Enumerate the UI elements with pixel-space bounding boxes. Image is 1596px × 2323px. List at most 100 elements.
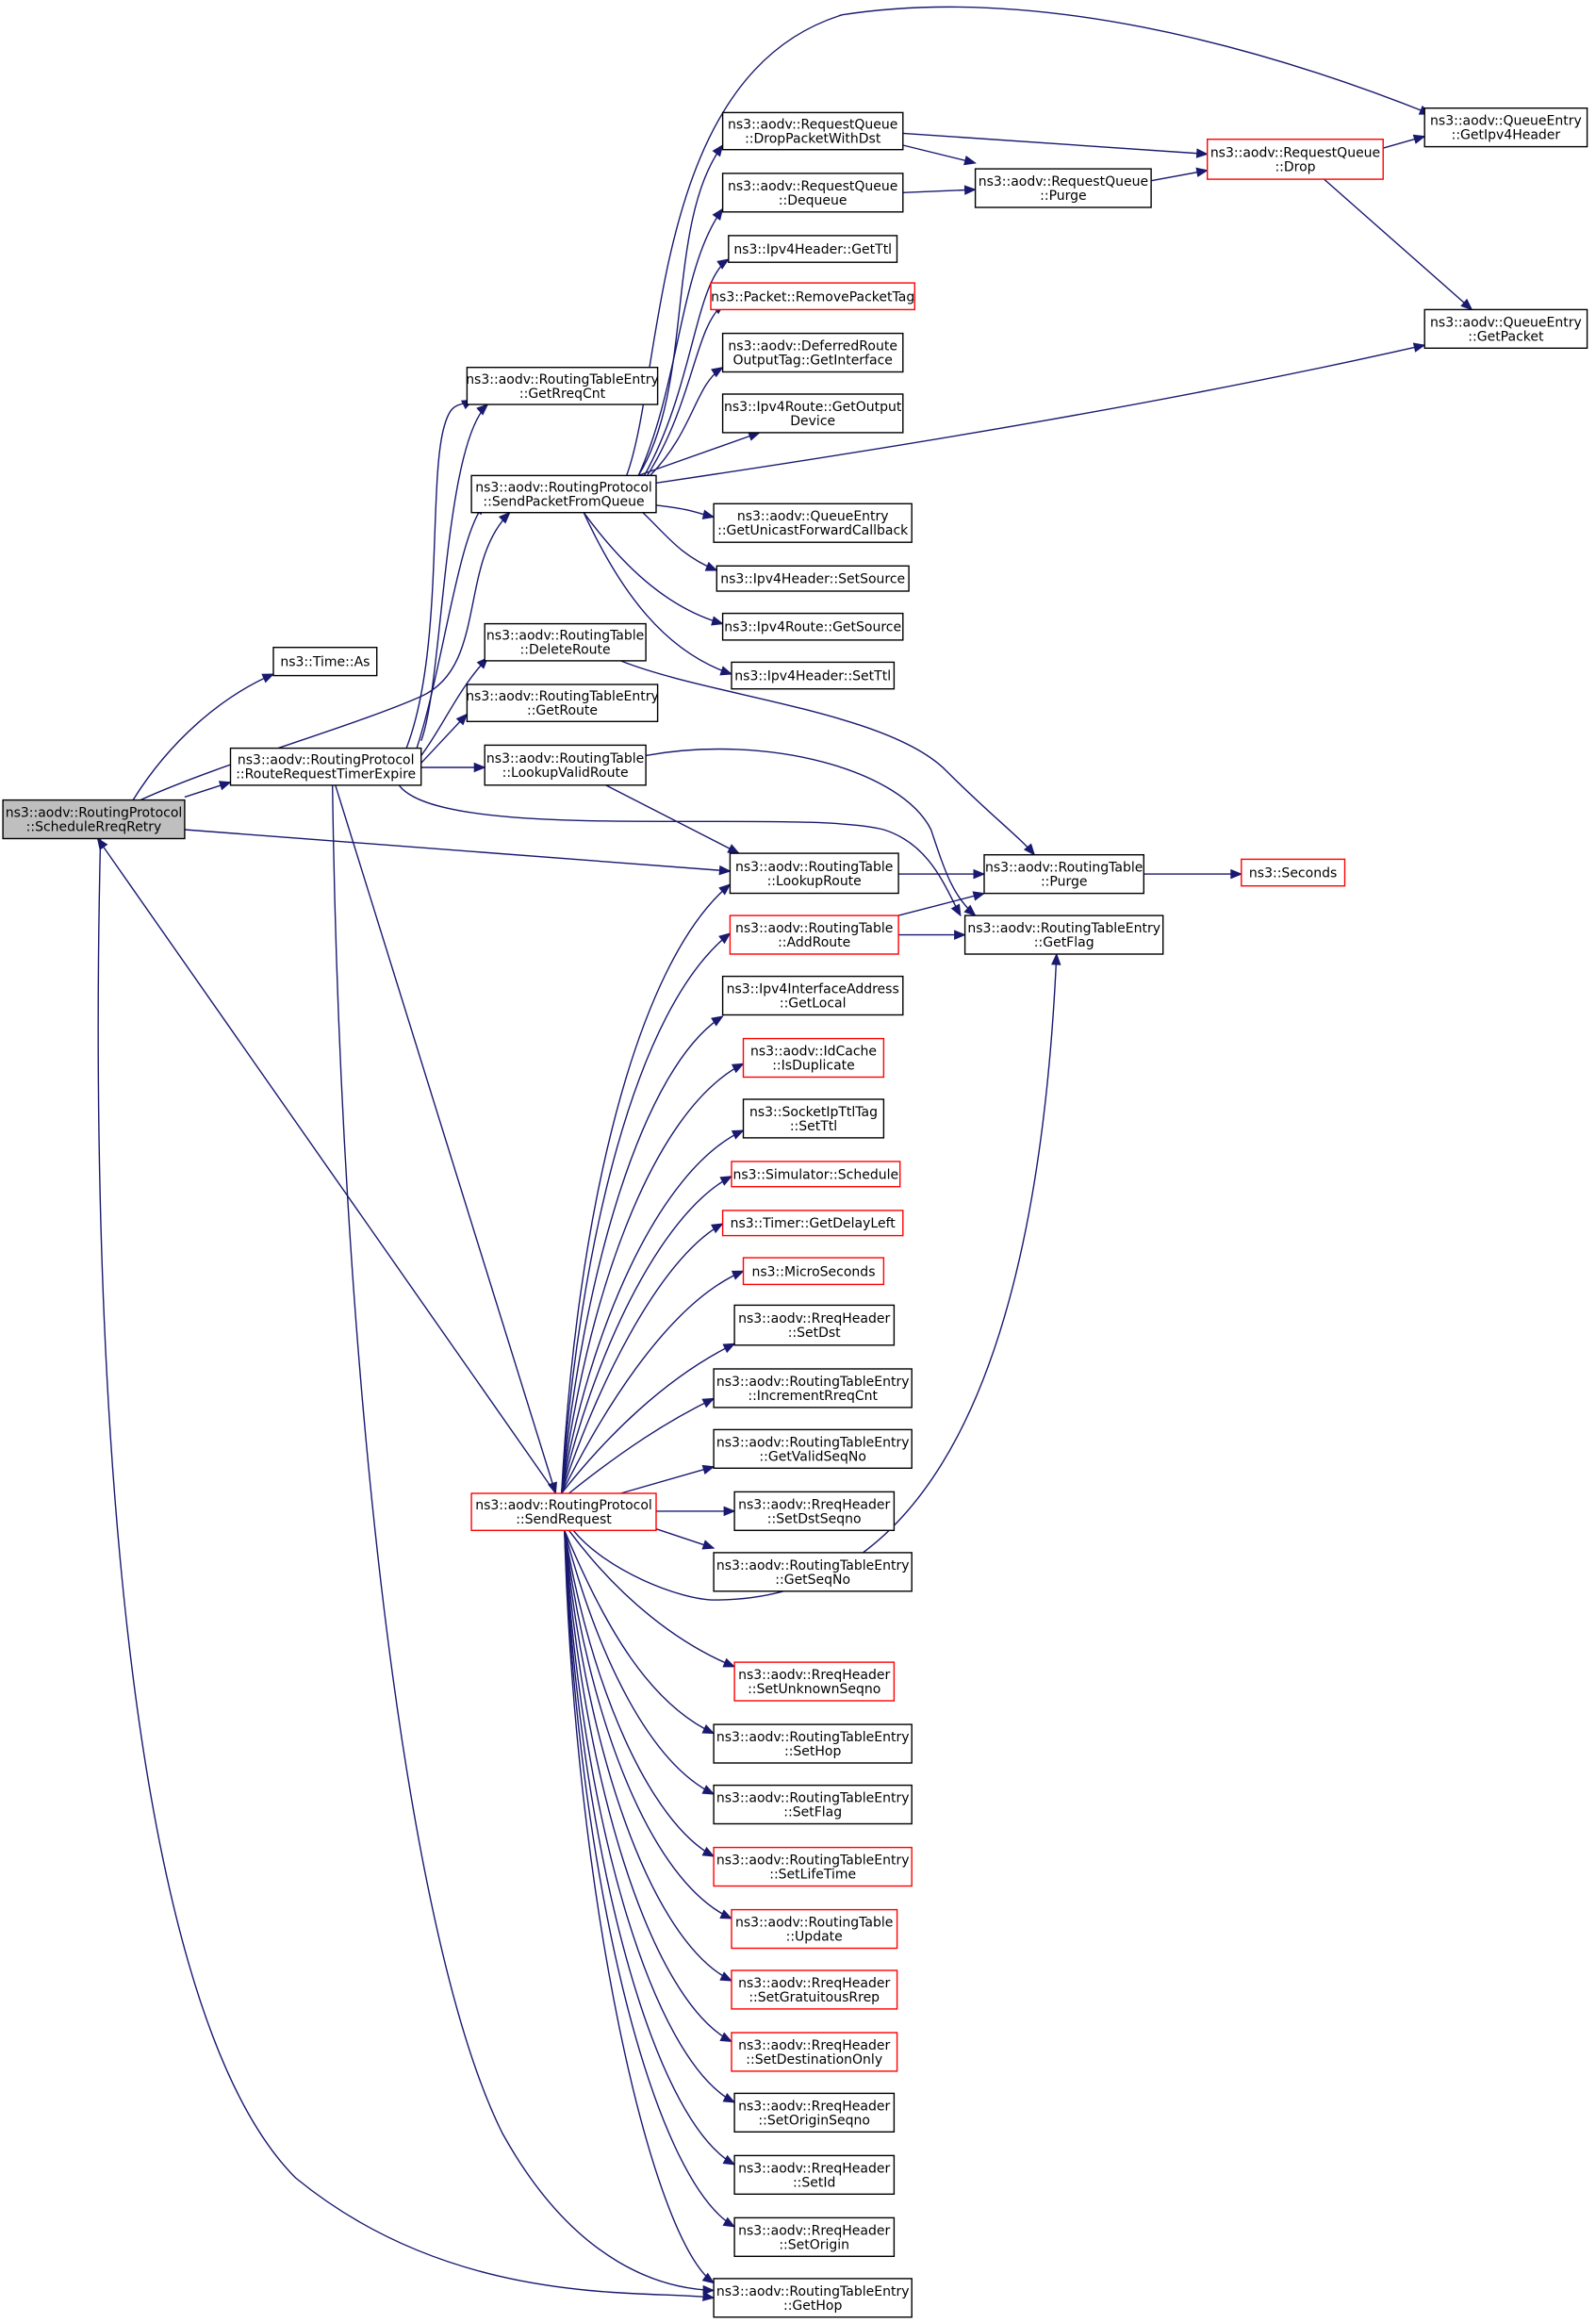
node-box[interactable]: [742, 1037, 885, 1079]
node-box[interactable]: [1423, 107, 1588, 148]
function-node-delroute[interactable]: ns3::aodv::RoutingTable::DeleteRoute: [484, 622, 647, 662]
function-node-incrreq[interactable]: ns3::aodv::RoutingTableEntry::IncrementR…: [713, 1368, 913, 1409]
function-node-spfq[interactable]: ns3::aodv::RoutingProtocol::SendPacketFr…: [470, 474, 657, 514]
function-node-setflag[interactable]: ns3::aodv::RoutingTableEntry::SetFlag: [713, 1784, 913, 1825]
node-box[interactable]: [729, 914, 899, 955]
node-box[interactable]: [713, 1552, 913, 1592]
node-box[interactable]: [731, 1161, 901, 1188]
node-box[interactable]: [713, 1784, 913, 1825]
node-box[interactable]: [1241, 858, 1346, 887]
node-box[interactable]: [721, 111, 904, 151]
node-box[interactable]: [484, 744, 647, 786]
node-box[interactable]: [721, 1210, 904, 1237]
function-node-setsrc[interactable]: ns3::Ipv4Header::SetSource: [716, 565, 910, 592]
node-box[interactable]: [733, 1661, 896, 1702]
node-box[interactable]: [733, 2216, 896, 2257]
function-node-getipv4h[interactable]: ns3::aodv::QueueEntry::GetIpv4Header: [1423, 107, 1588, 148]
node-box[interactable]: [466, 367, 659, 405]
node-box[interactable]: [728, 235, 898, 263]
node-box[interactable]: [710, 282, 916, 311]
function-node-update[interactable]: ns3::aodv::RoutingTable::Update: [731, 1908, 898, 1950]
function-node-getpacket[interactable]: ns3::aodv::QueueEntry::GetPacket: [1423, 308, 1588, 349]
node-box[interactable]: [721, 612, 904, 641]
node-box[interactable]: [974, 168, 1152, 208]
function-node-getrreqcnt[interactable]: ns3::aodv::RoutingTableEntry::GetRreqCnt: [466, 367, 659, 405]
node-box[interactable]: [731, 2032, 898, 2072]
function-node-setorigin[interactable]: ns3::aodv::RreqHeader::SetOrigin: [733, 2216, 896, 2257]
function-node-micro[interactable]: ns3::MicroSeconds: [742, 1257, 885, 1286]
function-node-schedule[interactable]: ns3::Simulator::Schedule: [731, 1161, 901, 1188]
function-node-setttltag[interactable]: ns3::SocketIpTtlTag::SetTtl: [742, 1098, 885, 1139]
function-node-getflag[interactable]: ns3::aodv::RoutingTableEntry::GetFlag: [963, 914, 1164, 955]
node-box[interactable]: [742, 1098, 885, 1139]
function-node-setdonly[interactable]: ns3::aodv::RreqHeader::SetDestinationOnl…: [731, 2032, 898, 2072]
function-node-rmtag[interactable]: ns3::Packet::RemovePacketTag: [710, 282, 916, 311]
function-node-getdelay[interactable]: ns3::Timer::GetDelayLeft: [721, 1210, 904, 1237]
function-node-rrte[interactable]: ns3::aodv::RoutingProtocol::RouteRequest…: [229, 747, 422, 786]
node-box[interactable]: [713, 1368, 913, 1409]
function-node-sethop[interactable]: ns3::aodv::RoutingTableEntry::SetHop: [713, 1723, 913, 1764]
node-box[interactable]: [466, 684, 659, 722]
node-box[interactable]: [729, 852, 899, 895]
function-node-setunk[interactable]: ns3::aodv::RreqHeader::SetUnknownSeqno: [733, 1661, 896, 1702]
node-box[interactable]: [721, 173, 904, 213]
node-box[interactable]: [229, 747, 422, 786]
function-node-setdstseq[interactable]: ns3::aodv::RreqHeader::SetDstSeqno: [733, 1491, 896, 1532]
node-box[interactable]: [716, 565, 910, 592]
function-node-getroute[interactable]: ns3::aodv::RoutingTableEntry::GetRoute: [466, 684, 659, 722]
function-node-rqdrop[interactable]: ns3::aodv::RequestQueue::Drop: [1206, 138, 1384, 180]
function-node-getlocal[interactable]: ns3::Ipv4InterfaceAddress::GetLocal: [721, 975, 904, 1016]
function-node-sendreq[interactable]: ns3::aodv::RoutingProtocol::SendRequest: [470, 1492, 657, 1531]
function-node-getseq[interactable]: ns3::aodv::RoutingTableEntry::GetSeqNo: [713, 1552, 913, 1592]
node-box[interactable]: [713, 1428, 913, 1470]
function-node-getucfc[interactable]: ns3::aodv::QueueEntry::GetUnicastForward…: [713, 502, 913, 543]
function-node-setorigseq[interactable]: ns3::aodv::RreqHeader::SetOriginSeqno: [733, 2092, 896, 2133]
function-node-isdup[interactable]: ns3::aodv::IdCache::IsDuplicate: [742, 1037, 885, 1079]
function-node-setdst[interactable]: ns3::aodv::RreqHeader::SetDst: [733, 1304, 896, 1346]
node-box[interactable]: [470, 474, 657, 514]
node-box[interactable]: [731, 1908, 898, 1950]
node-box[interactable]: [963, 914, 1164, 955]
function-node-setgrat[interactable]: ns3::aodv::RreqHeader::SetGratuitousRrep: [731, 1969, 898, 2010]
node-box[interactable]: [983, 854, 1145, 895]
function-node-defroute[interactable]: ns3::aodv::DeferredRouteOutputTag::GetIn…: [721, 332, 904, 373]
function-node-getvalidseq[interactable]: ns3::aodv::RoutingTableEntry::GetValidSe…: [713, 1428, 913, 1470]
function-node-gethop[interactable]: ns3::aodv::RoutingTableEntry::GetHop: [713, 2278, 913, 2318]
node-box[interactable]: [731, 661, 896, 690]
function-node-getsrc[interactable]: ns3::Ipv4Route::GetSource: [721, 612, 904, 641]
node-box[interactable]: [470, 1492, 657, 1531]
node-box[interactable]: [713, 1846, 913, 1887]
function-node-rtpurge[interactable]: ns3::aodv::RoutingTable::Purge: [983, 854, 1145, 895]
node-box[interactable]: [713, 2278, 913, 2318]
node-box[interactable]: [713, 1723, 913, 1764]
node-box[interactable]: [733, 1304, 896, 1346]
function-node-getttl[interactable]: ns3::Ipv4Header::GetTtl: [728, 235, 898, 263]
function-node-sched[interactable]: ns3::aodv::RoutingProtocol::ScheduleRreq…: [2, 799, 186, 840]
function-node-setid[interactable]: ns3::aodv::RreqHeader::SetId: [733, 2154, 896, 2195]
node-box[interactable]: [484, 622, 647, 662]
function-node-seconds[interactable]: ns3::Seconds: [1241, 858, 1346, 887]
node-box[interactable]: [721, 393, 904, 434]
function-node-as[interactable]: ns3::Time::As: [272, 647, 378, 677]
function-node-setttl[interactable]: ns3::Ipv4Header::SetTtl: [731, 661, 896, 690]
function-node-dropdst[interactable]: ns3::aodv::RequestQueue::DropPacketWithD…: [721, 111, 904, 151]
node-box[interactable]: [742, 1257, 885, 1286]
function-node-lookup[interactable]: ns3::aodv::RoutingTable::LookupRoute: [729, 852, 899, 895]
node-box[interactable]: [733, 1491, 896, 1532]
node-box[interactable]: [733, 2092, 896, 2133]
function-node-dequeue[interactable]: ns3::aodv::RequestQueue::Dequeue: [721, 173, 904, 213]
node-box[interactable]: [713, 502, 913, 543]
function-node-addroute[interactable]: ns3::aodv::RoutingTable::AddRoute: [729, 914, 899, 955]
function-node-lookupvalid[interactable]: ns3::aodv::RoutingTable::LookupValidRout…: [484, 744, 647, 786]
node-box[interactable]: [1206, 138, 1384, 180]
node-box[interactable]: [2, 799, 186, 840]
node-box[interactable]: [272, 647, 378, 677]
node-box[interactable]: [733, 2154, 896, 2195]
function-node-rqpurge[interactable]: ns3::aodv::RequestQueue::Purge: [974, 168, 1152, 208]
node-box[interactable]: [721, 975, 904, 1016]
function-node-setlife[interactable]: ns3::aodv::RoutingTableEntry::SetLifeTim…: [713, 1846, 913, 1887]
node-box[interactable]: [1423, 308, 1588, 349]
node-box[interactable]: [721, 332, 904, 373]
node-box[interactable]: [731, 1969, 898, 2010]
